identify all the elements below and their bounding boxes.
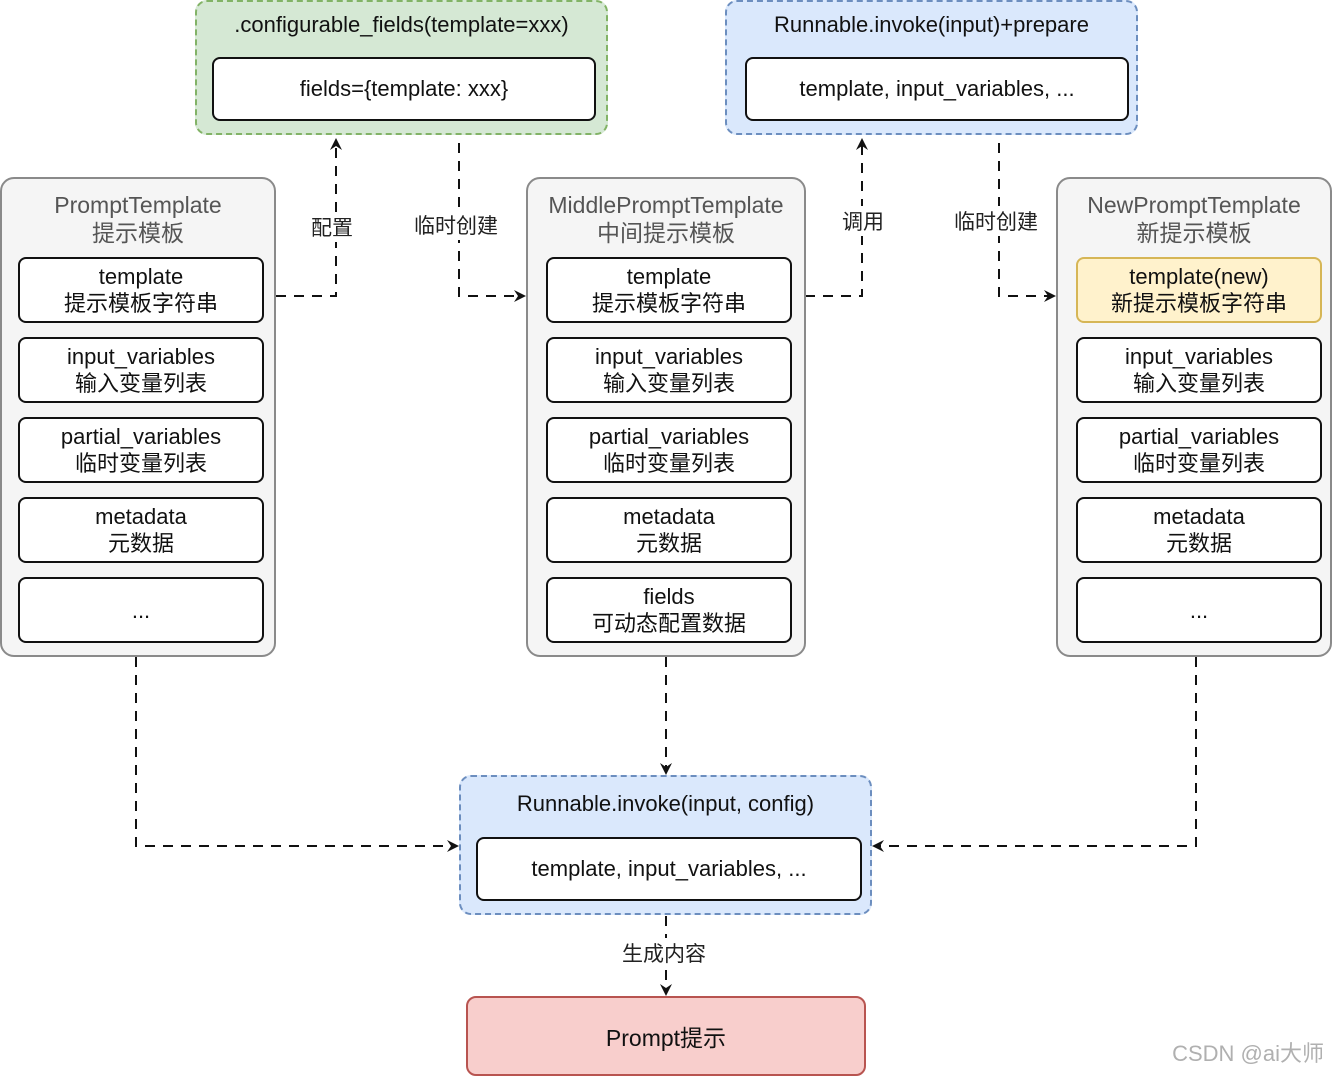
field-zh: 临时变量列表 (1132, 451, 1265, 476)
field-partial-variables: partial_variables 临时变量列表 (1076, 417, 1322, 483)
field-en: metadata (623, 504, 715, 529)
invoke-prepare-group: Runnable.invoke(input)+prepare template,… (725, 0, 1138, 135)
edge-label-temp-create-1: 临时创建 (412, 210, 500, 240)
field-zh: 临时变量列表 (74, 451, 207, 476)
field-en: fields (643, 584, 695, 609)
new-prompt-template-subtitle: 新提示模板 (1136, 220, 1252, 246)
field-en: input_variables (67, 344, 215, 369)
field-en: ... (131, 597, 151, 623)
invoke-prepare-title: Runnable.invoke(input)+prepare (774, 12, 1089, 37)
configurable-fields-inner: fields={template: xxx} (212, 57, 596, 121)
field-template: template 提示模板字符串 (546, 257, 792, 323)
field-en: template (626, 264, 712, 289)
invoke-config-group: Runnable.invoke(input, config) template,… (459, 775, 872, 915)
prompt-result-box: Prompt提示 (466, 996, 866, 1076)
invoke-prepare-inner: template, input_variables, ... (745, 57, 1129, 121)
invoke-config-title: Runnable.invoke(input, config) (516, 791, 815, 816)
field-en: ... (1189, 597, 1209, 623)
field-en: partial_variables (588, 424, 750, 449)
new-prompt-template-container: NewPromptTemplate 新提示模板 template(new) 新提… (1056, 177, 1332, 657)
edge-new-to-invoke (872, 657, 1197, 852)
field-partial-variables: partial_variables 临时变量列表 (546, 417, 792, 483)
middle-prompt-template-subtitle: 中间提示模板 (597, 220, 735, 246)
field-input-variables: input_variables 输入变量列表 (1076, 337, 1322, 403)
new-prompt-template-title: NewPromptTemplate (1087, 192, 1301, 218)
edge-label-call: 调用 (840, 206, 886, 236)
field-en: metadata (95, 504, 187, 529)
field-en: partial_variables (1118, 424, 1280, 449)
field-en: partial_variables (60, 424, 222, 449)
field-zh: 新提示模板字符串 (1110, 291, 1287, 316)
edge-temp-create-2 (998, 143, 1056, 302)
field-input-variables: input_variables 输入变量列表 (18, 337, 264, 403)
field-template: template 提示模板字符串 (18, 257, 264, 323)
field-zh: 临时变量列表 (602, 451, 735, 476)
edge-temp-create-1 (458, 143, 526, 302)
field-zh: 提示模板字符串 (63, 291, 218, 316)
field-metadata: metadata 元数据 (546, 497, 792, 563)
field-fields: fields 可动态配置数据 (546, 577, 792, 643)
field-metadata: metadata 元数据 (1076, 497, 1322, 563)
edge-prompt-to-invoke (135, 657, 459, 852)
watermark: CSDN @ai大师 (1172, 1041, 1324, 1066)
edge-configure (276, 138, 342, 297)
prompt-template-container: PromptTemplate 提示模板 template 提示模板字符串 inp… (0, 177, 276, 657)
middle-prompt-template-container: MiddlePromptTemplate 中间提示模板 template 提示模… (526, 177, 806, 657)
field-ellipsis: ... (18, 577, 264, 643)
field-partial-variables: partial_variables 临时变量列表 (18, 417, 264, 483)
field-zh: 输入变量列表 (74, 371, 207, 396)
field-input-variables: input_variables 输入变量列表 (546, 337, 792, 403)
configurable-fields-title: .configurable_fields(template=xxx) (234, 12, 569, 37)
field-template-new: template(new) 新提示模板字符串 (1076, 257, 1322, 323)
prompt-template-heading: PromptTemplate 提示模板 (2, 191, 274, 247)
field-zh: 元数据 (635, 531, 702, 556)
field-zh: 可动态配置数据 (591, 611, 746, 636)
field-ellipsis: ... (1076, 577, 1322, 643)
middle-prompt-template-title: MiddlePromptTemplate (548, 192, 784, 218)
field-en: input_variables (1125, 344, 1273, 369)
middle-prompt-template-heading: MiddlePromptTemplate 中间提示模板 (528, 191, 804, 247)
invoke-config-inner: template, input_variables, ... (476, 837, 862, 901)
field-zh: 提示模板字符串 (591, 291, 746, 316)
prompt-template-title: PromptTemplate (54, 192, 222, 218)
field-zh: 输入变量列表 (1132, 371, 1265, 396)
field-zh: 输入变量列表 (602, 371, 735, 396)
edge-call (805, 138, 868, 297)
field-zh: 元数据 (107, 531, 174, 556)
field-zh: 元数据 (1165, 531, 1232, 556)
new-prompt-template-heading: NewPromptTemplate 新提示模板 (1058, 191, 1330, 247)
field-en: input_variables (595, 344, 743, 369)
prompt-template-subtitle: 提示模板 (92, 220, 184, 246)
edge-label-temp-create-2: 临时创建 (952, 206, 1040, 236)
field-metadata: metadata 元数据 (18, 497, 264, 563)
edge-label-generate: 生成内容 (620, 938, 708, 968)
field-en: metadata (1153, 504, 1245, 529)
field-en: template (98, 264, 184, 289)
edge-label-configure: 配置 (309, 212, 355, 242)
configurable-fields-group: .configurable_fields(template=xxx) field… (195, 0, 608, 135)
field-en: template(new) (1129, 264, 1269, 289)
